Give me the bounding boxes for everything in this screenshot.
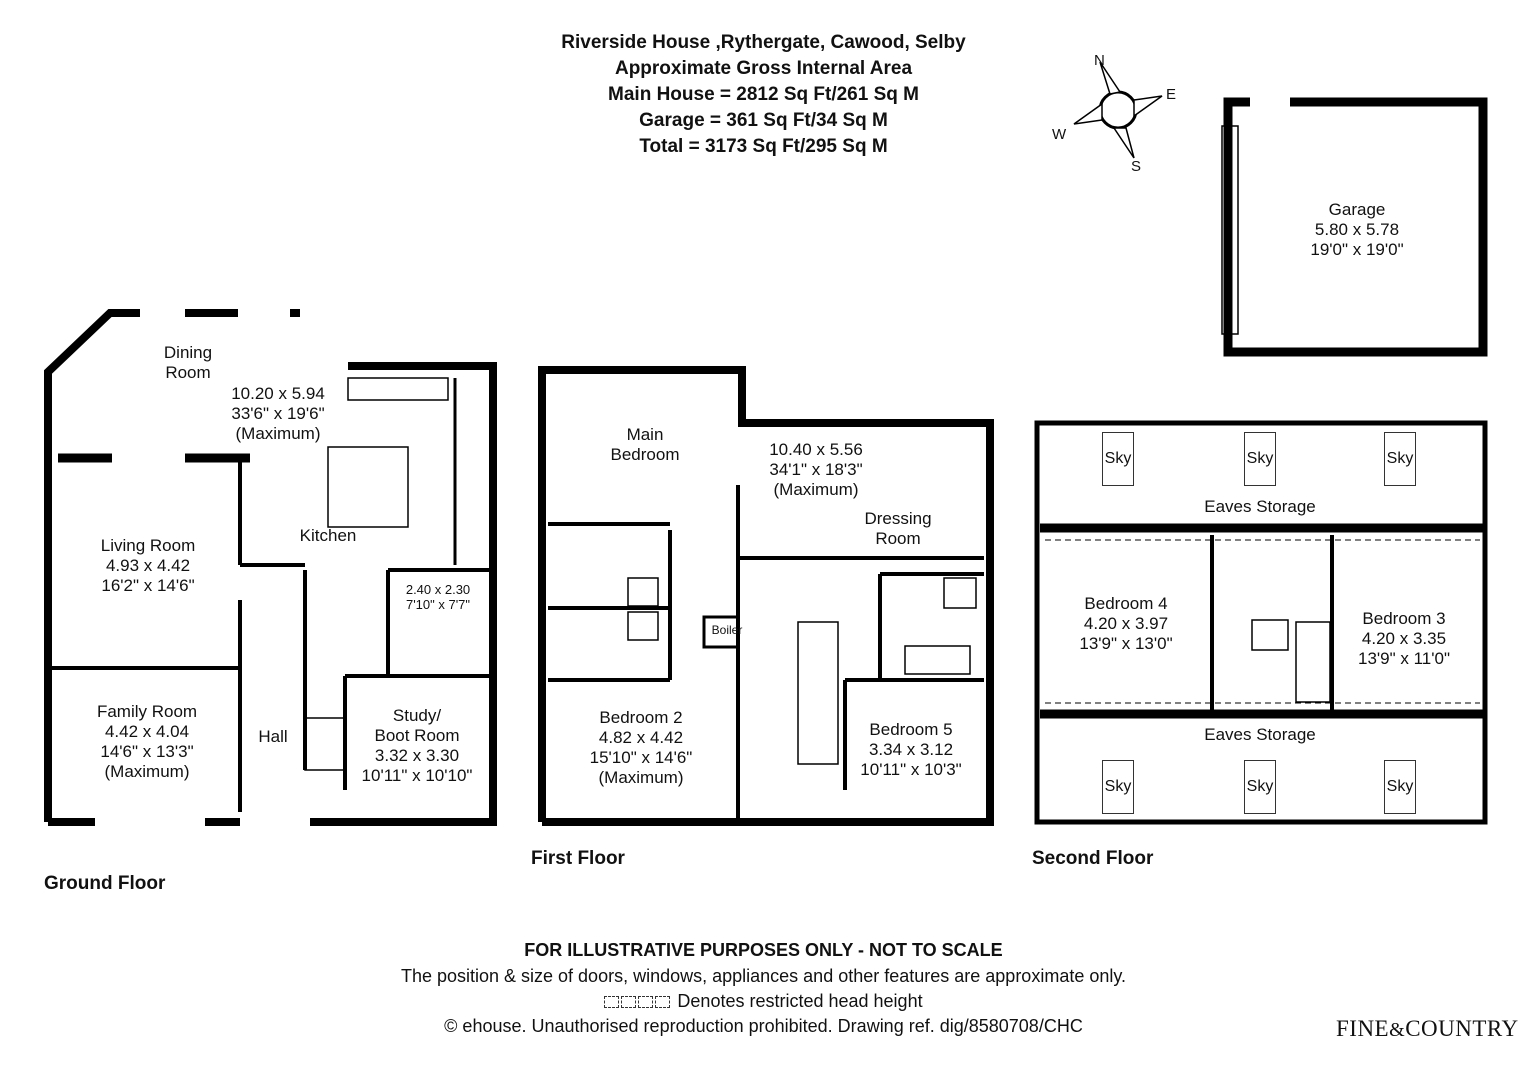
eaves-storage-top-label: Eaves Storage xyxy=(1204,497,1316,516)
garage-door xyxy=(1221,125,1239,335)
first-stairs xyxy=(797,621,839,765)
compass-south: S xyxy=(1131,158,1142,175)
shower-1 xyxy=(627,577,659,607)
total-area: Total = 3173 Sq Ft/295 Sq M xyxy=(639,136,888,157)
garage-area: Garage = 361 Sq Ft/34 Sq M xyxy=(639,110,888,131)
second-stairs xyxy=(1295,621,1331,703)
ground-floor-wall-east xyxy=(310,362,497,826)
second-floor-outer-wall xyxy=(1034,420,1488,825)
second-floor-title: Second Floor xyxy=(1032,848,1154,869)
compass-west: W xyxy=(1052,126,1067,143)
compass-rose xyxy=(1073,61,1163,159)
approximate-note: The position & size of doors, windows, a… xyxy=(400,966,1127,986)
ground-stairs xyxy=(304,717,346,771)
main-house-area: Main House = 2812 Sq Ft/261 Sq M xyxy=(608,84,919,105)
garage-wall xyxy=(1223,97,1488,357)
address-title: Riverside House ,Rythergate, Cawood, Sel… xyxy=(561,32,966,53)
dashed-box-icon xyxy=(604,991,672,1011)
plan-header: Riverside House ,Rythergate, Cawood, Sel… xyxy=(0,30,1527,160)
copyright-notice: © ehouse. Unauthorised reproduction proh… xyxy=(444,1016,1083,1036)
shower-3 xyxy=(943,577,977,609)
shower-2 xyxy=(627,611,659,641)
kitchen-label: Kitchen xyxy=(299,526,357,545)
eaves-storage-bottom-label: Eaves Storage xyxy=(1204,725,1316,744)
first-floor-outer-wall xyxy=(538,366,994,826)
compass-north: N xyxy=(1094,52,1105,69)
compass-east: E xyxy=(1166,86,1177,103)
second-shower xyxy=(1251,619,1289,651)
bath xyxy=(904,645,971,675)
first-floor-title: First Floor xyxy=(531,848,625,869)
skylight: Sky xyxy=(1384,760,1416,814)
area-subtitle: Approximate Gross Internal Area xyxy=(614,58,913,79)
skylight: Sky xyxy=(1102,760,1134,814)
skylight: Sky xyxy=(1244,432,1276,486)
kitchen-counter-top xyxy=(347,377,449,401)
fine-country-logo: FINE&COUNTRY xyxy=(1336,1016,1519,1041)
boiler-label: Boiler xyxy=(711,623,743,637)
restricted-height-legend: Denotes restricted head height xyxy=(0,991,1527,1012)
boiler-cupboard xyxy=(702,615,740,649)
ground-floor-title: Ground Floor xyxy=(44,873,166,894)
skylight: Sky xyxy=(1102,432,1134,486)
ground-floor-outer-wall xyxy=(44,309,140,822)
disclaimer: FOR ILLUSTRATIVE PURPOSES ONLY - NOT TO … xyxy=(524,940,1003,960)
kitchen-island xyxy=(327,446,409,528)
skylight: Sky xyxy=(1244,760,1276,814)
skylight: Sky xyxy=(1384,432,1416,486)
hall-label: Hall xyxy=(258,727,288,746)
